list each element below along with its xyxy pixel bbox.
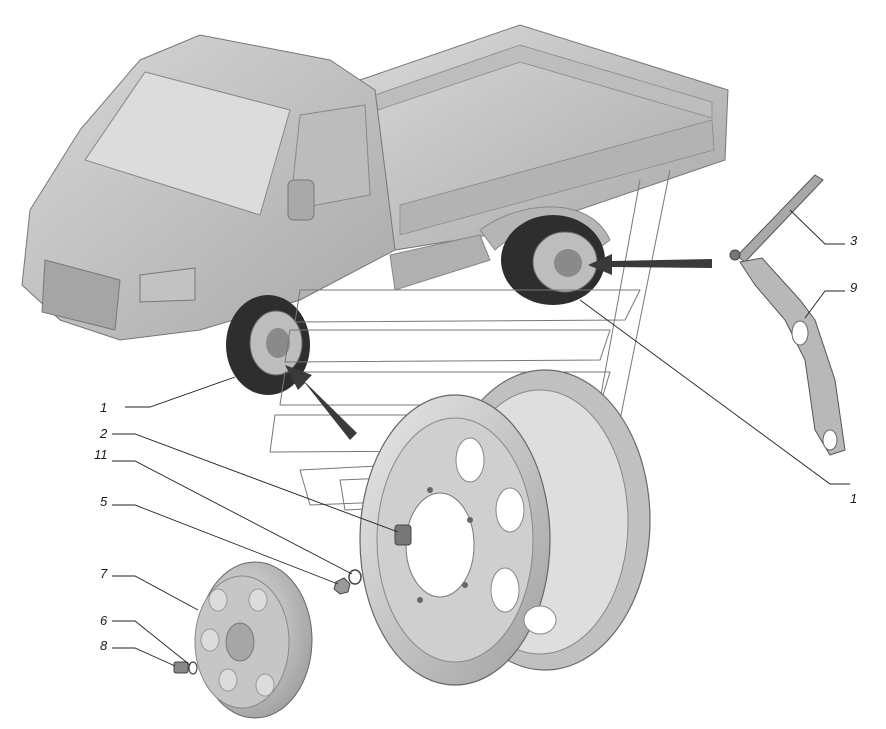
callout-5: 5 <box>100 494 108 509</box>
callout-3: 3 <box>850 233 858 248</box>
wheel-wrench <box>729 174 846 456</box>
assembly-arrows <box>285 254 712 440</box>
callout-6: 6 <box>100 613 108 628</box>
callout-8: 8 <box>100 638 108 653</box>
leader-lines <box>112 209 850 667</box>
hubcap-washer <box>188 661 198 675</box>
wrench-plate <box>739 257 846 456</box>
callout-labels: 1 1 2 3 5 6 7 8 9 11 <box>94 233 858 653</box>
callout-1-right: 1 <box>850 491 857 506</box>
headlight <box>139 267 196 303</box>
side-mirror <box>287 179 315 221</box>
rear-wheel <box>501 215 605 305</box>
arrow-rear-wheel <box>588 254 712 275</box>
hubcap <box>194 561 313 719</box>
callout-1-left: 1 <box>100 400 107 415</box>
callout-11: 11 <box>94 447 108 462</box>
wheel-washer <box>348 569 362 585</box>
callout-7: 7 <box>100 566 108 581</box>
wheel-stud <box>394 524 412 546</box>
hubcap-bolt <box>173 661 189 674</box>
wheel-rim <box>359 369 651 686</box>
truck-illustration <box>21 24 729 341</box>
arrow-front-wheel <box>285 365 357 440</box>
wheel-nut <box>333 577 351 595</box>
grille <box>41 259 121 331</box>
callout-2: 2 <box>99 426 108 441</box>
wrench-handle <box>736 174 824 263</box>
callout-9: 9 <box>850 280 857 295</box>
windshield <box>84 71 291 216</box>
